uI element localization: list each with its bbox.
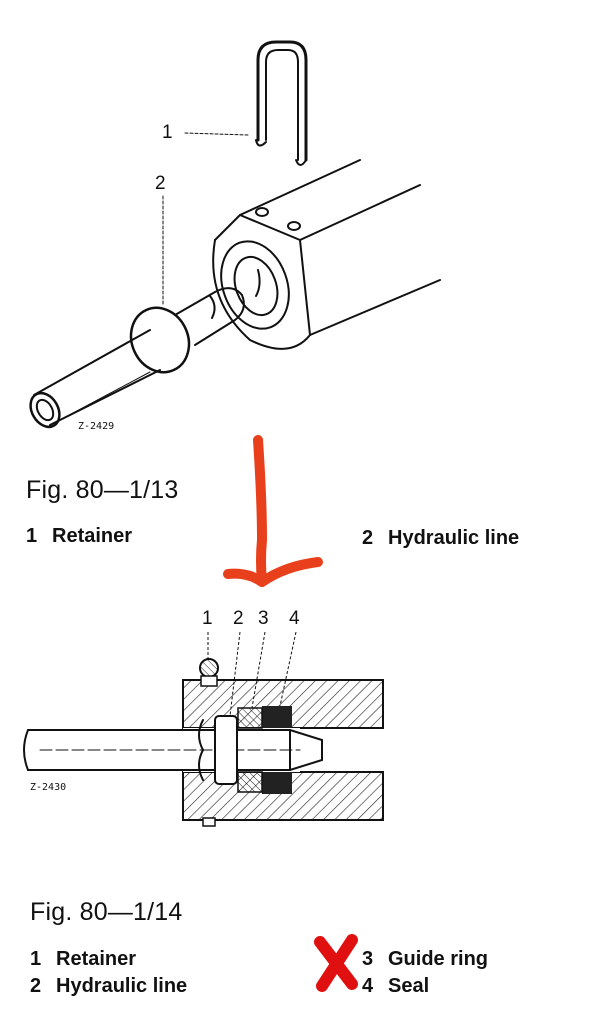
- legend-number: 3: [362, 948, 374, 970]
- figure1-callout-2: 2: [155, 173, 166, 194]
- legend-text: Guide ring: [388, 948, 488, 970]
- legend-text: Seal: [388, 975, 430, 997]
- legend-text: Retainer: [52, 525, 133, 547]
- legend-number: 1: [26, 525, 38, 547]
- figure2-legend-item-3: 3 Guide ring: [362, 948, 488, 971]
- legend-text: Retainer: [56, 948, 137, 970]
- legend-number: 2: [30, 975, 42, 997]
- figure1-drawing: [29, 40, 441, 429]
- figure1-caption: Fig. 80—1/13: [26, 476, 179, 504]
- figure2-callout-1: 1: [202, 608, 213, 629]
- figure2-legend-item-1: 1 Retainer: [30, 948, 136, 971]
- figure1-code: Z-2429: [78, 421, 115, 432]
- legend-number: 1: [30, 948, 42, 970]
- figure2-callout-2: 2: [233, 608, 244, 629]
- legend-text: Hydraulic line: [388, 527, 520, 549]
- figure1-legend-item-1: 1 Retainer: [26, 525, 132, 548]
- figure1-legend-item-2: 2 Hydraulic line: [362, 527, 519, 550]
- figure2-code: Z-2430: [30, 782, 67, 793]
- figure2-legend-item-2: 2 Hydraulic line: [30, 975, 187, 998]
- legend-number: 4: [362, 975, 374, 997]
- figure2-callout-4: 4: [289, 608, 300, 629]
- figure2-callout-3: 3: [258, 608, 269, 629]
- legend-number: 2: [362, 527, 374, 549]
- figure1-callout-1: 1: [162, 122, 173, 143]
- figure2-caption: Fig. 80—1/14: [30, 898, 183, 926]
- legend-text: Hydraulic line: [56, 975, 188, 997]
- figure2-legend-item-4: 4 Seal: [362, 975, 429, 998]
